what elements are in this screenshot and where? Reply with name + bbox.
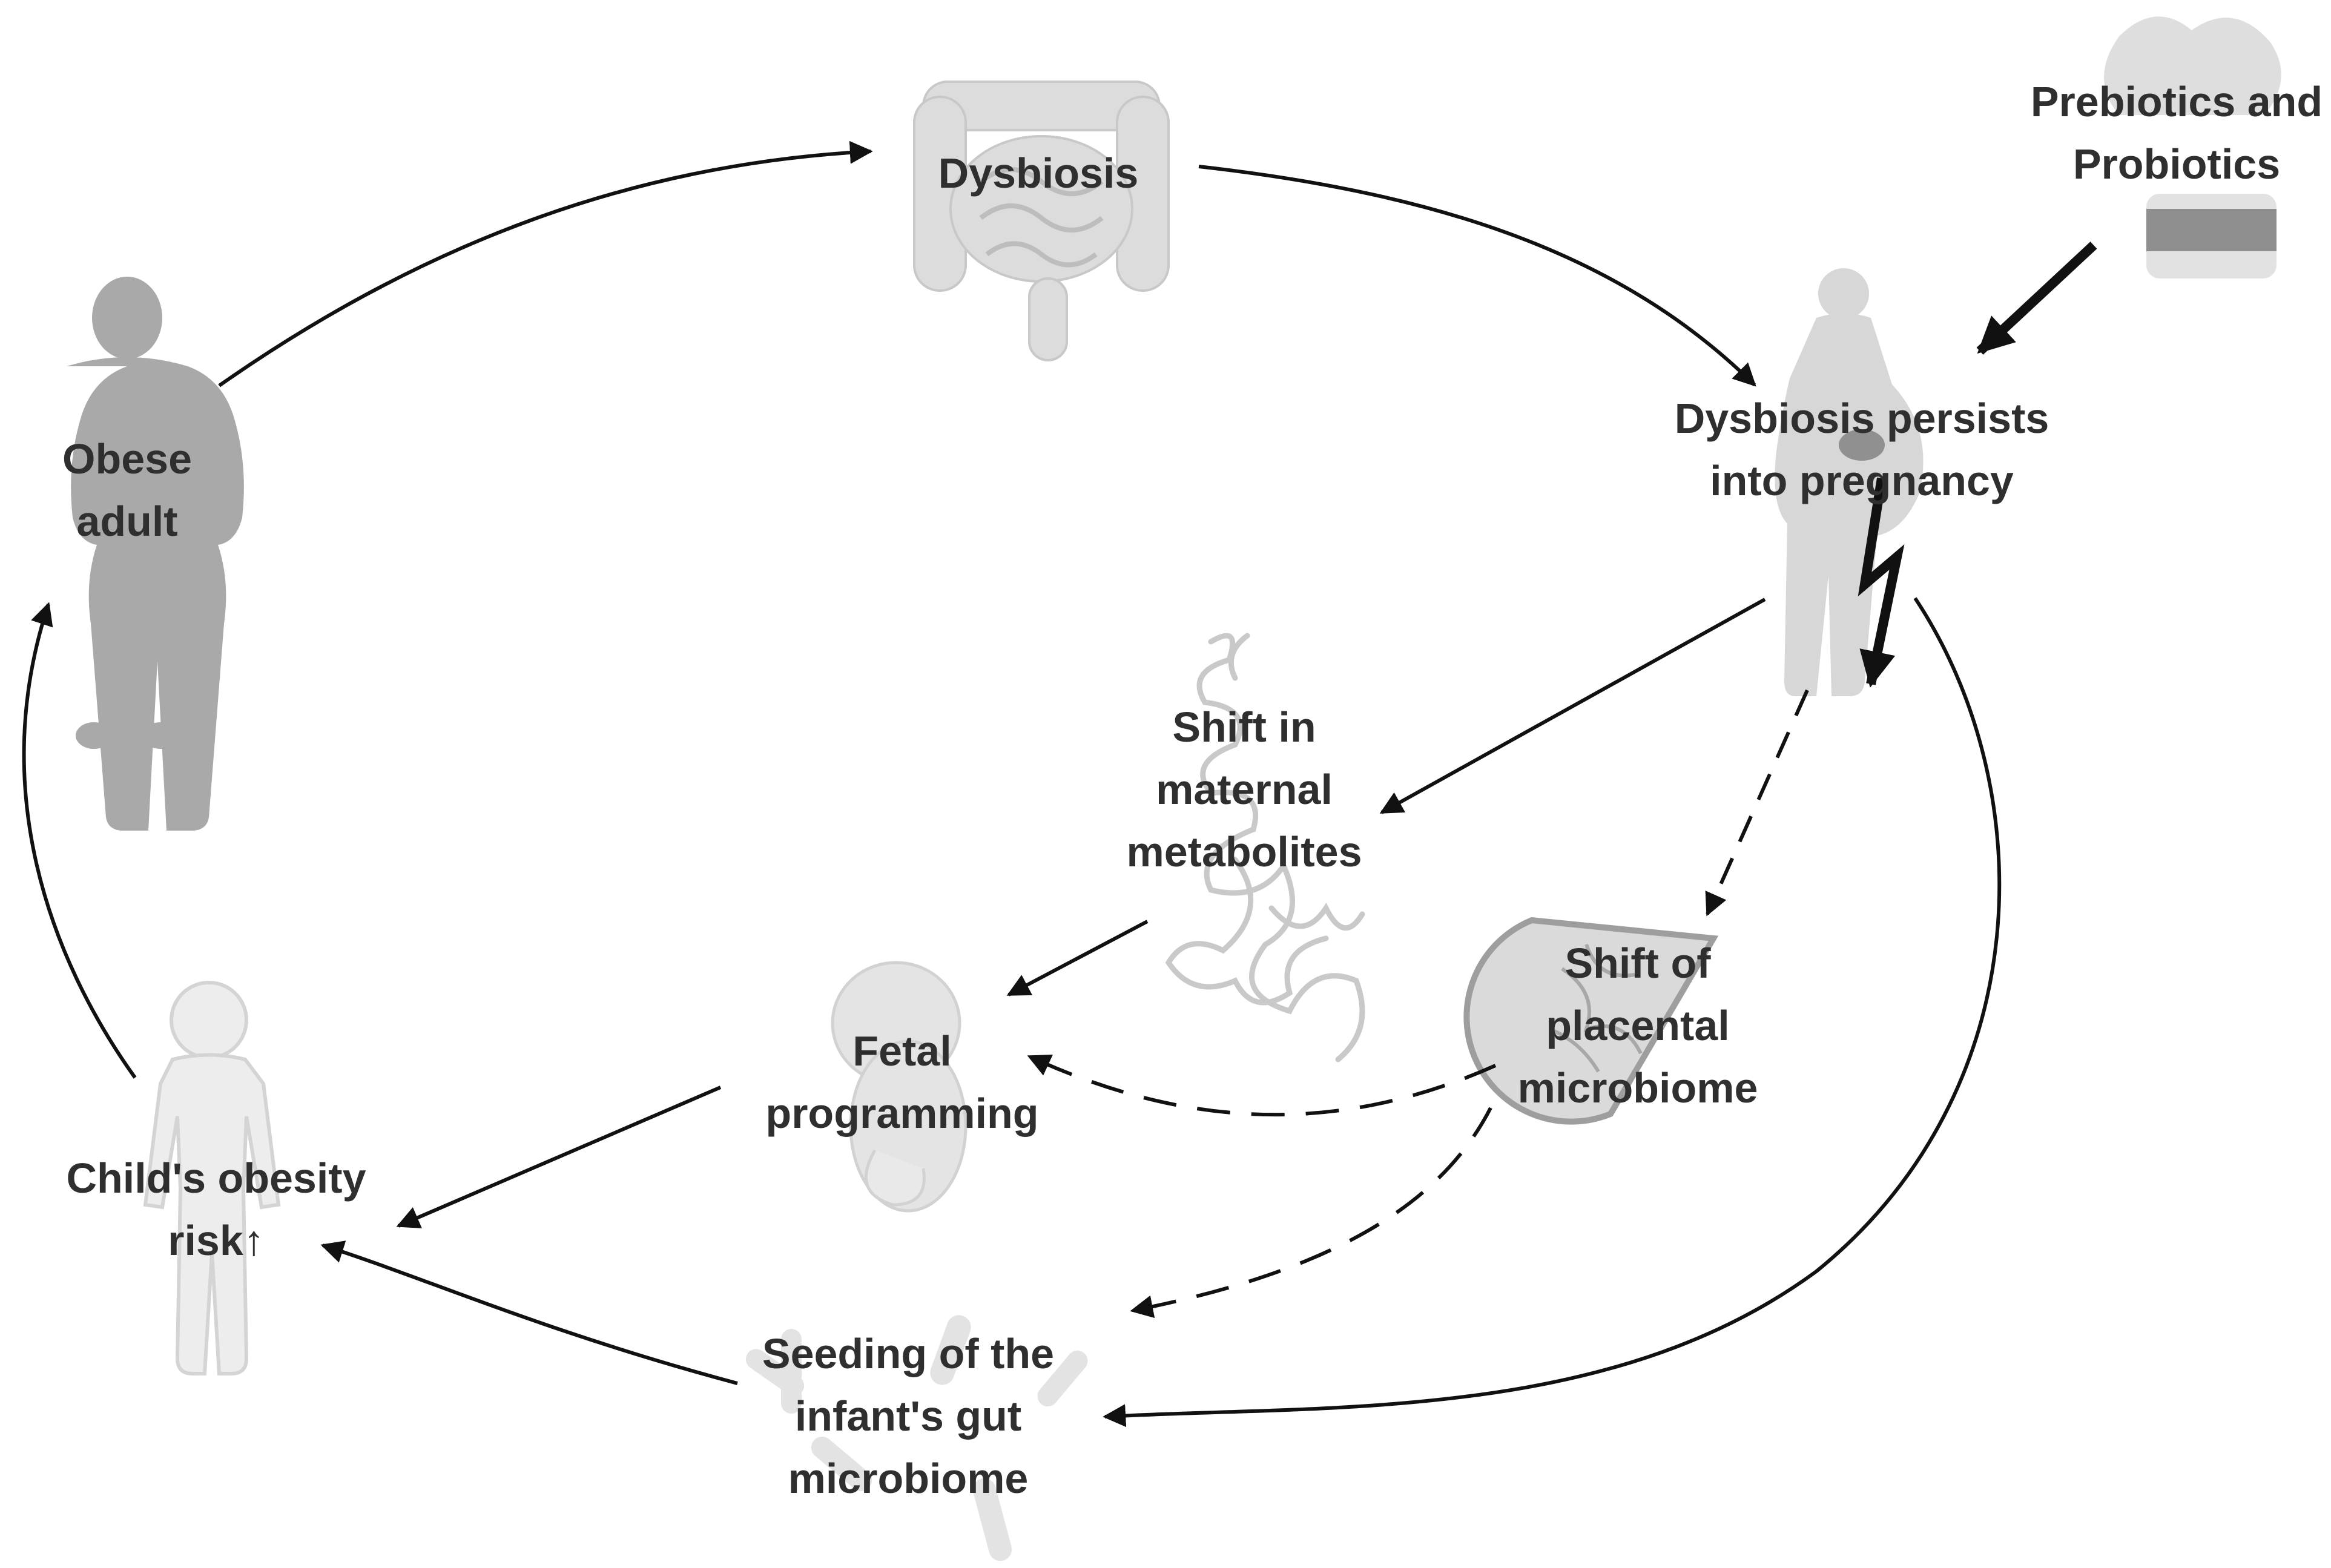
label-fetal-programming: Fetal programming — [765, 1027, 1039, 1137]
arrow-dysbiosis-to-pregnancy — [1198, 165, 1756, 387]
bacteria-icon — [745, 1315, 1088, 1561]
arrow-placental-to-seeding-dashed — [1130, 1107, 1492, 1319]
arrow-prebiotics-to-pregnancy — [1976, 242, 2097, 355]
arrow-pregnancy-to-metabolites — [1379, 598, 1766, 814]
label-dysbiosis: Dysbiosis — [938, 150, 1139, 197]
arrow-metabolites-to-fetal — [1006, 920, 1149, 996]
arrow-child-to-obese — [22, 602, 137, 1079]
arrow-pregnancy-to-placental-dashed — [1705, 689, 1809, 917]
label-dysbiosis-persists: Dysbiosis persists into pregnancy — [1674, 395, 2049, 504]
pregnant-woman-icon — [1775, 268, 1924, 696]
arrow-fetal-to-child — [396, 1085, 722, 1228]
obese-adult-silhouette-icon — [67, 277, 244, 831]
label-prebiotics-probiotics: Prebiotics and Probiotics — [2030, 78, 2323, 188]
label-placental-microbiome: Shift of placental microbiome — [1517, 940, 1758, 1112]
arrow-pregnancy-to-seeding — [1103, 597, 2002, 1428]
label-child-obesity-risk: Child's obesity risk↑ — [66, 1155, 366, 1264]
supplement-jar-icon — [2104, 16, 2281, 278]
arrow-obese-to-dysbiosis — [218, 140, 873, 387]
protein-structure-icon — [1165, 633, 1365, 1062]
child-silhouette-icon — [143, 981, 281, 1375]
fetus-icon — [831, 961, 968, 1213]
label-infant-gut-seeding: Seeding of the infant's gut microbiome — [762, 1330, 1055, 1502]
arrow-seeding-to-child — [320, 1240, 738, 1385]
arrows — [22, 140, 2097, 1428]
label-maternal-metabolites: Shift in maternal metabolites — [1126, 703, 1362, 875]
placenta-icon — [1463, 917, 1719, 1125]
arrow-placental-to-fetal-dashed — [1027, 1055, 1497, 1117]
label-obese-adult: Obese adult — [62, 435, 192, 545]
intestine-icon — [913, 81, 1170, 361]
lightning-arrow — [1858, 477, 1905, 688]
